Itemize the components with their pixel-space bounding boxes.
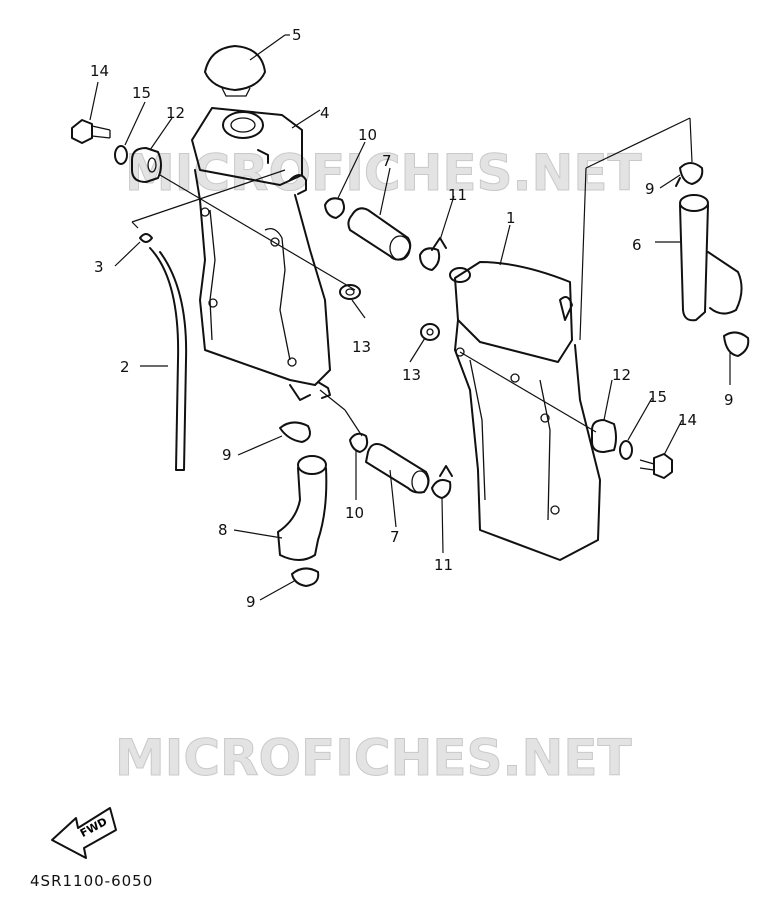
callout-14-right: 14 xyxy=(678,411,697,429)
diagram-part-number: 4SR1100-6050 xyxy=(30,872,153,890)
callout-8: 8 xyxy=(218,521,228,539)
forward-arrow: FWD xyxy=(51,807,117,859)
callout-6: 6 xyxy=(632,236,642,254)
bolt-right xyxy=(639,453,673,479)
grommet-left xyxy=(131,147,162,183)
washer-right xyxy=(619,440,633,460)
callout-10-lower: 10 xyxy=(345,504,364,522)
callout-labels: 1 2 3 4 5 6 7 7 8 9 9 9 9 10 10 11 11 12… xyxy=(90,26,734,611)
right-radiator xyxy=(449,261,601,561)
callout-13-right: 13 xyxy=(402,366,421,384)
callout-14-left: 14 xyxy=(90,62,109,80)
callout-15-right: 15 xyxy=(648,388,667,406)
clamp-right-bottom xyxy=(723,331,750,357)
clamp-upper xyxy=(324,197,345,219)
hose-lower xyxy=(365,443,430,494)
callout-12-left: 12 xyxy=(166,104,185,122)
watermark-top: MICROFICHES.NET xyxy=(125,144,642,202)
callout-7-lower: 7 xyxy=(390,528,400,546)
callout-9-bottom: 9 xyxy=(246,593,256,611)
washer-left xyxy=(114,145,128,165)
callout-3: 3 xyxy=(94,258,104,276)
callout-10-upper: 10 xyxy=(358,126,377,144)
hose-clip xyxy=(139,233,153,243)
left-radiator xyxy=(191,107,331,401)
clamp-lower-right xyxy=(431,465,453,499)
clamp-lower xyxy=(349,432,369,453)
callout-12-right: 12 xyxy=(612,366,631,384)
callout-15-left: 15 xyxy=(132,84,151,102)
callout-11-lower: 11 xyxy=(434,556,453,574)
callout-9-left: 9 xyxy=(222,446,232,464)
clamp-right-top xyxy=(675,162,704,187)
hose-upper xyxy=(347,207,412,261)
radiator-cap xyxy=(204,45,266,97)
bolt-left xyxy=(71,119,111,144)
callout-7-upper: 7 xyxy=(382,152,392,170)
callout-13-left: 13 xyxy=(352,338,371,356)
callout-2: 2 xyxy=(120,358,130,376)
grommet-right xyxy=(591,419,617,453)
lower-hose xyxy=(277,421,328,587)
leader-lines xyxy=(89,34,731,601)
callout-5: 5 xyxy=(292,26,302,44)
collar-right xyxy=(420,323,440,341)
upper-hose xyxy=(679,194,743,322)
callout-9-top-right: 9 xyxy=(645,180,655,198)
callout-4: 4 xyxy=(320,104,330,122)
collar-left xyxy=(339,284,361,300)
watermark-bottom: MICROFICHES.NET xyxy=(115,729,632,787)
clamp-upper-right xyxy=(419,237,447,271)
callout-9-right: 9 xyxy=(724,391,734,409)
breather-hose xyxy=(149,247,188,471)
callout-11-upper: 11 xyxy=(448,186,467,204)
callout-1: 1 xyxy=(506,209,516,227)
